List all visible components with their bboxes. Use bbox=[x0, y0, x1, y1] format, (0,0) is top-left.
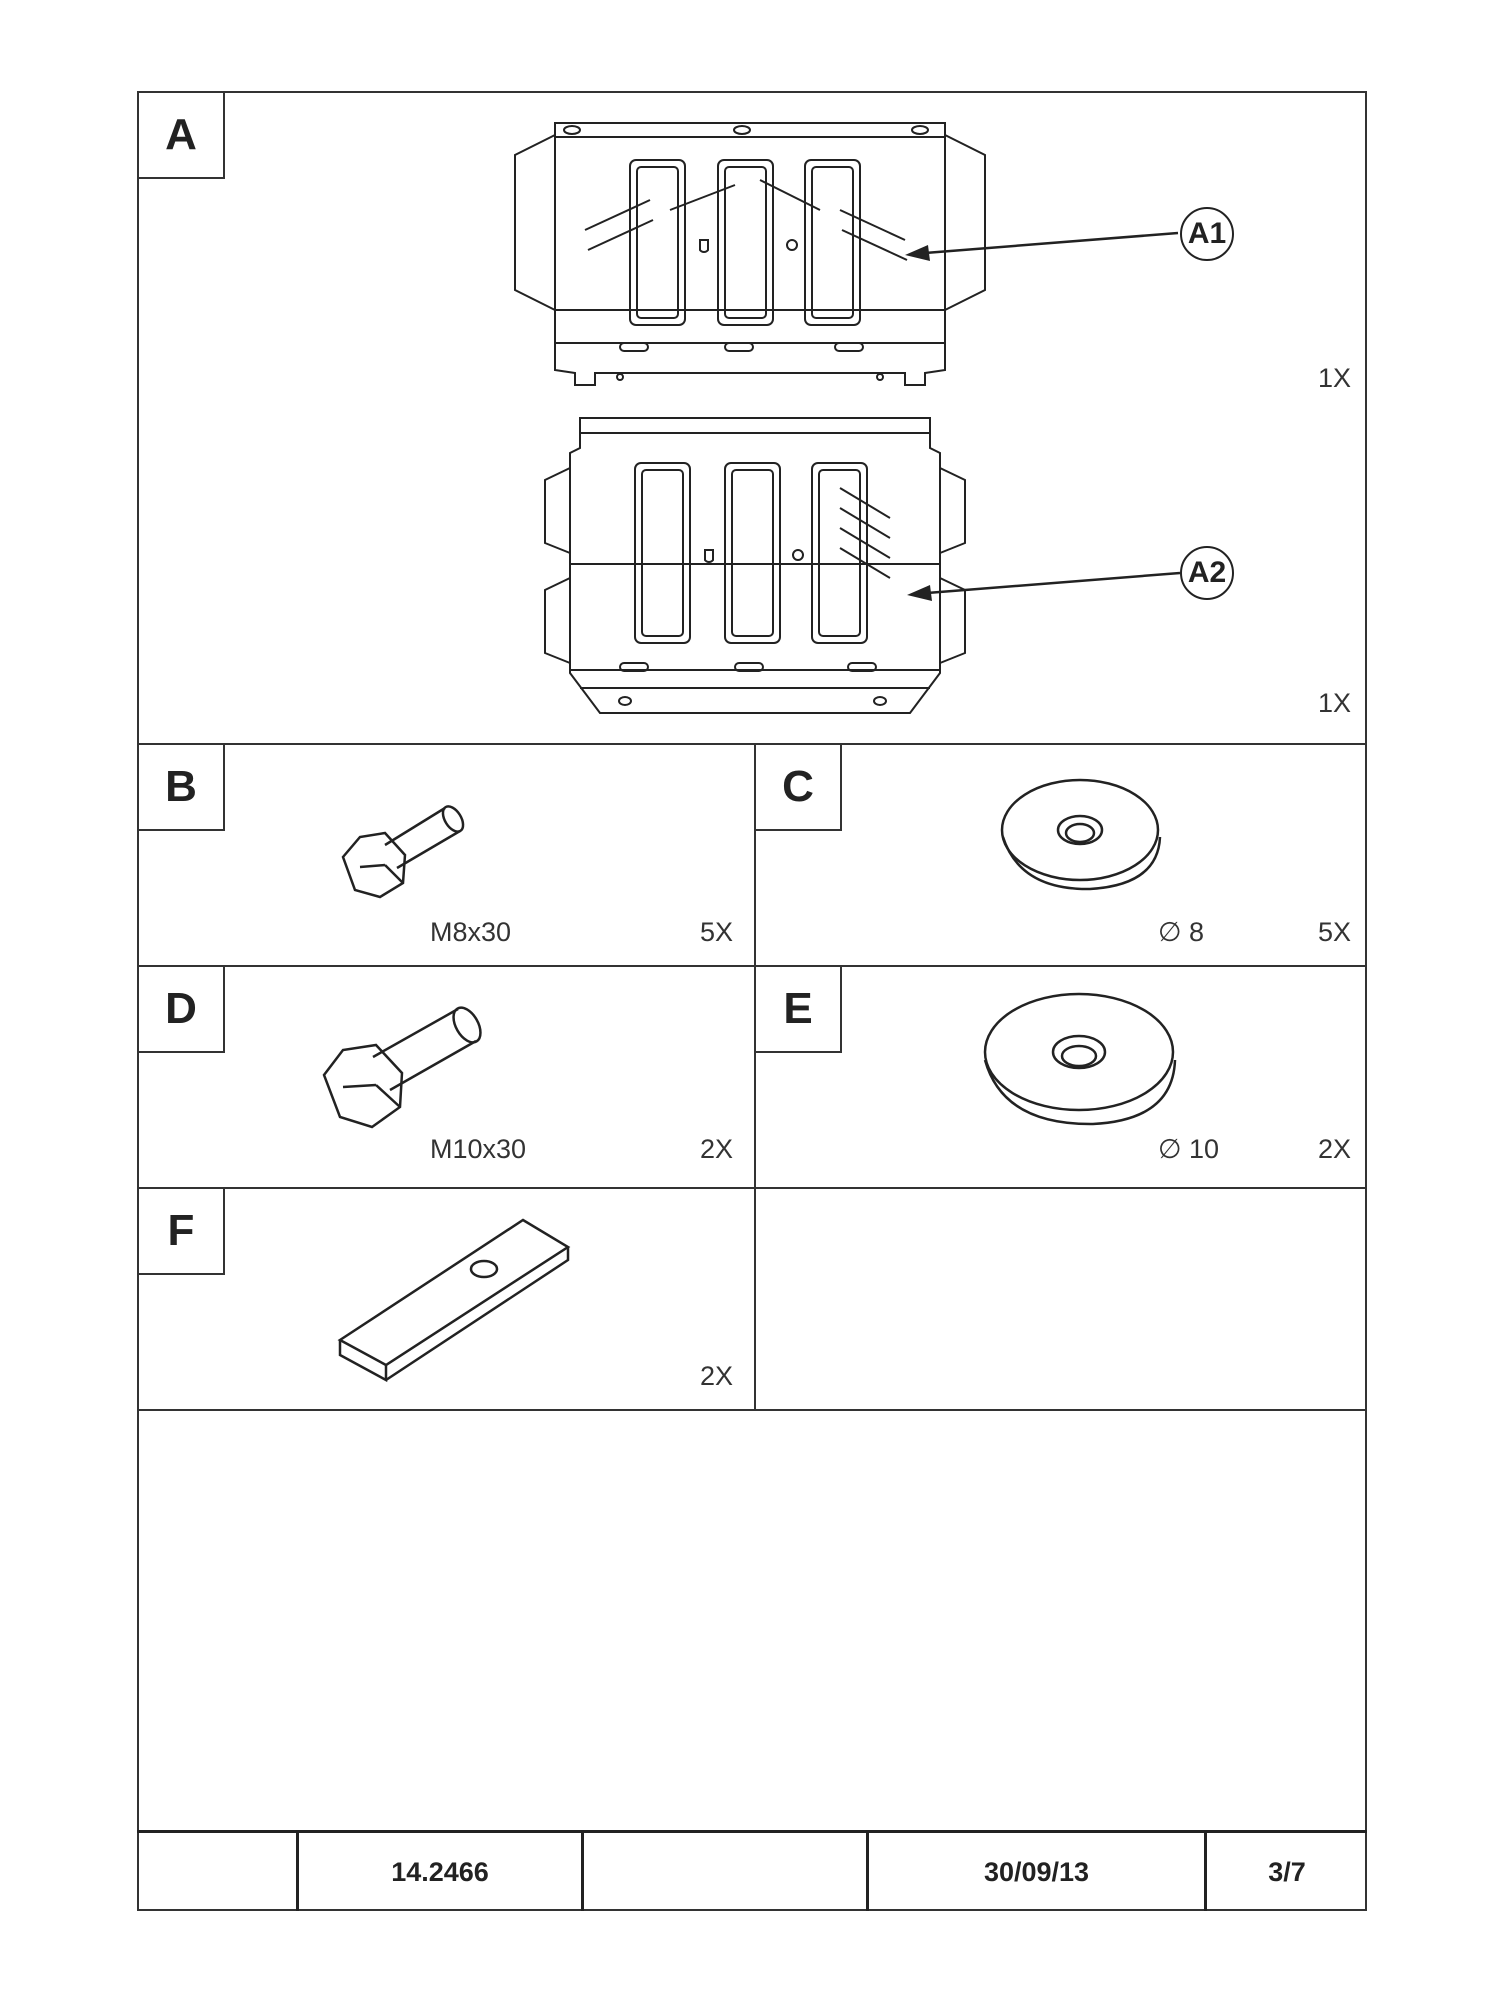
divider-c bbox=[137, 1187, 1367, 1189]
title-block: 14.2466 30/09/13 3/7 bbox=[137, 1830, 1367, 1911]
slotted-plate-icon bbox=[338, 1215, 573, 1380]
section-e-spec: ∅ 10 bbox=[1158, 1134, 1220, 1164]
flat-washer-10-icon bbox=[983, 990, 1178, 1130]
section-a1-qty: 1X bbox=[1318, 363, 1352, 393]
callout-a1: A1 bbox=[1180, 207, 1234, 261]
section-b-qty: 5X bbox=[700, 917, 734, 947]
divider-b bbox=[137, 965, 1367, 967]
skid-plate-a2-icon bbox=[540, 408, 960, 728]
divider-d bbox=[137, 1409, 1367, 1411]
column-divider bbox=[754, 743, 756, 1409]
flat-washer-8-icon bbox=[1000, 775, 1165, 895]
section-f-letter: F bbox=[139, 1189, 225, 1275]
section-f-qty: 2X bbox=[700, 1361, 734, 1391]
title-block-cell-3 bbox=[584, 1833, 869, 1911]
drawing-frame bbox=[137, 91, 1367, 1911]
section-c-letter: C bbox=[756, 745, 842, 831]
divider-a bbox=[137, 743, 1367, 745]
section-a2-qty: 1X bbox=[1318, 688, 1352, 718]
section-c-spec: ∅ 8 bbox=[1158, 917, 1205, 947]
section-d-spec: M10x30 bbox=[430, 1134, 527, 1164]
section-d-letter: D bbox=[139, 967, 225, 1053]
title-block-cell-1 bbox=[137, 1833, 299, 1911]
skid-plate-a1-icon bbox=[520, 115, 980, 395]
section-c-qty: 5X bbox=[1318, 917, 1352, 947]
revision-date: 30/09/13 bbox=[869, 1833, 1207, 1911]
callout-a2-arrow bbox=[907, 565, 1182, 601]
page-number: 3/7 bbox=[1268, 1856, 1306, 1887]
section-e-qty: 2X bbox=[1318, 1134, 1352, 1164]
part-number: 14.2466 bbox=[299, 1833, 584, 1911]
callout-a1-arrow bbox=[905, 225, 1180, 261]
section-d-qty: 2X bbox=[700, 1134, 734, 1164]
hex-bolt-m8-icon bbox=[335, 795, 485, 905]
section-b-letter: B bbox=[139, 745, 225, 831]
section-a-letter: A bbox=[139, 93, 225, 179]
section-e-letter: E bbox=[756, 967, 842, 1053]
section-b-spec: M8x30 bbox=[430, 917, 512, 947]
callout-a2: A2 bbox=[1180, 546, 1234, 600]
hex-bolt-m10-icon bbox=[318, 995, 498, 1135]
